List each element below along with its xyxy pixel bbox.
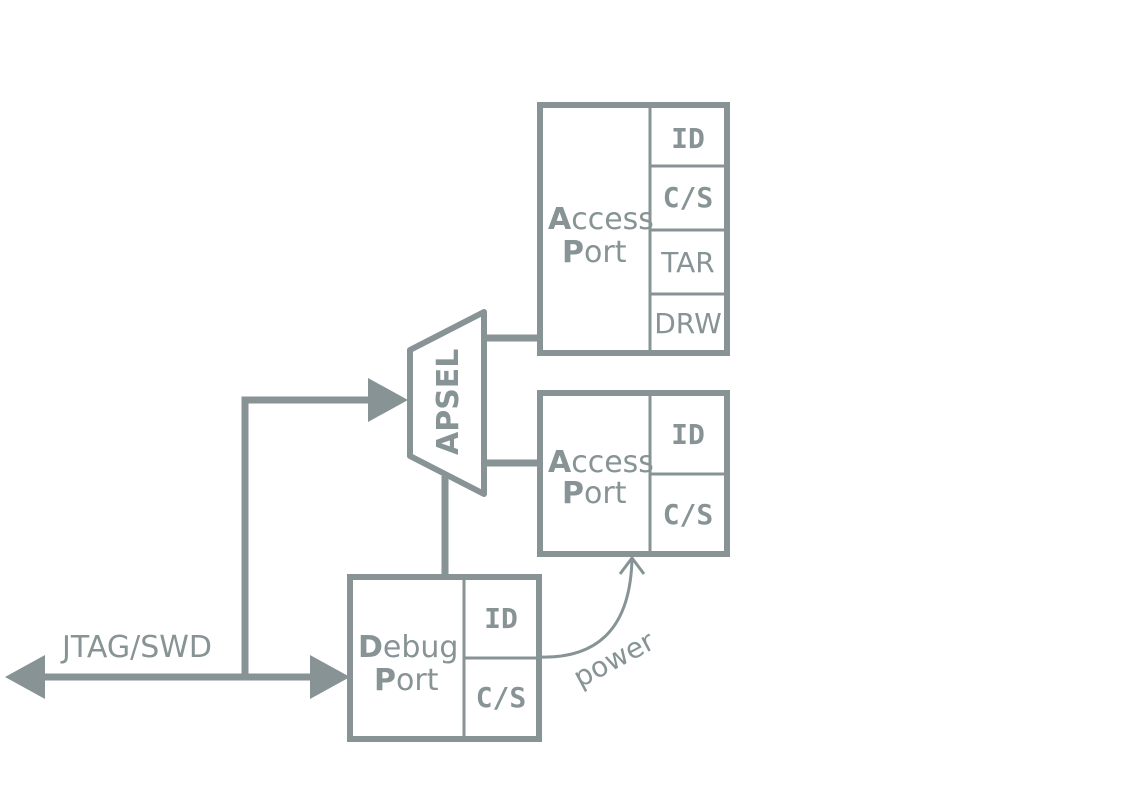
dp-label-line1: Debug — [358, 630, 458, 665]
debug-port: Debug Port ID C/S — [347, 574, 542, 742]
power-label: power — [568, 624, 660, 694]
dp-label-line2: Port — [374, 663, 439, 698]
ap2-register-cs: C/S — [663, 498, 714, 531]
jtag-swd-bus — [5, 378, 408, 699]
bus-label: JTAG/SWD — [60, 630, 212, 665]
ap1-register-id: ID — [671, 122, 705, 155]
ap1-register-cs: C/S — [663, 181, 714, 214]
ap2-label-line2: Port — [562, 476, 627, 511]
ap1-register-tar: TAR — [660, 246, 715, 279]
power-link: power — [538, 555, 660, 694]
apsel-label: APSEL — [431, 349, 466, 455]
ap2-label-line1: Access — [548, 445, 654, 480]
apsel-mux: APSEL — [407, 309, 487, 497]
bus-left-arrowhead — [5, 655, 45, 699]
bus-right-arrowhead — [310, 655, 350, 699]
ap1-label-line2: Port — [562, 235, 627, 270]
ap1-register-drw: DRW — [654, 307, 722, 340]
dp-register-cs: C/S — [476, 681, 527, 714]
ap2-register-id: ID — [671, 418, 705, 451]
ap1-label-line1: Access — [548, 202, 654, 237]
mux-input-arrowhead — [368, 378, 408, 422]
access-port-2: Access Port ID C/S — [537, 390, 730, 557]
dp-register-id: ID — [484, 602, 518, 635]
access-port-1: Access Port ID C/S TAR DRW — [537, 102, 730, 356]
